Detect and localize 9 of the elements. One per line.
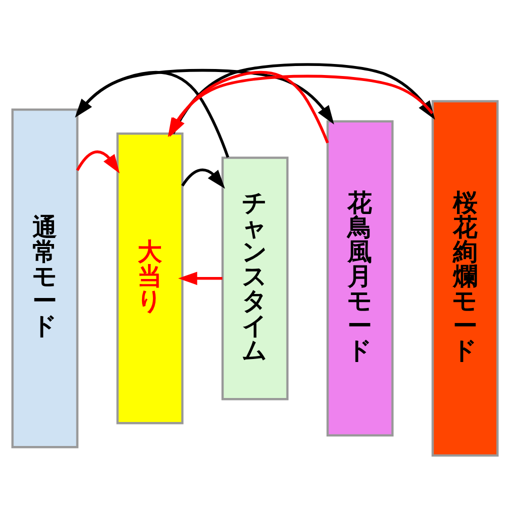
arrow bbox=[181, 168, 226, 188]
node-box: 花鳥風月モード bbox=[326, 120, 394, 436]
arrow bbox=[74, 70, 230, 158]
arrow bbox=[178, 271, 222, 285]
arrow bbox=[76, 150, 120, 173]
node-box: 通常モード bbox=[11, 108, 78, 448]
node-box: 大当り bbox=[116, 132, 184, 424]
node-box: 桜花絢爛モード bbox=[432, 100, 499, 456]
node-box: チャンスタイム bbox=[221, 156, 289, 400]
